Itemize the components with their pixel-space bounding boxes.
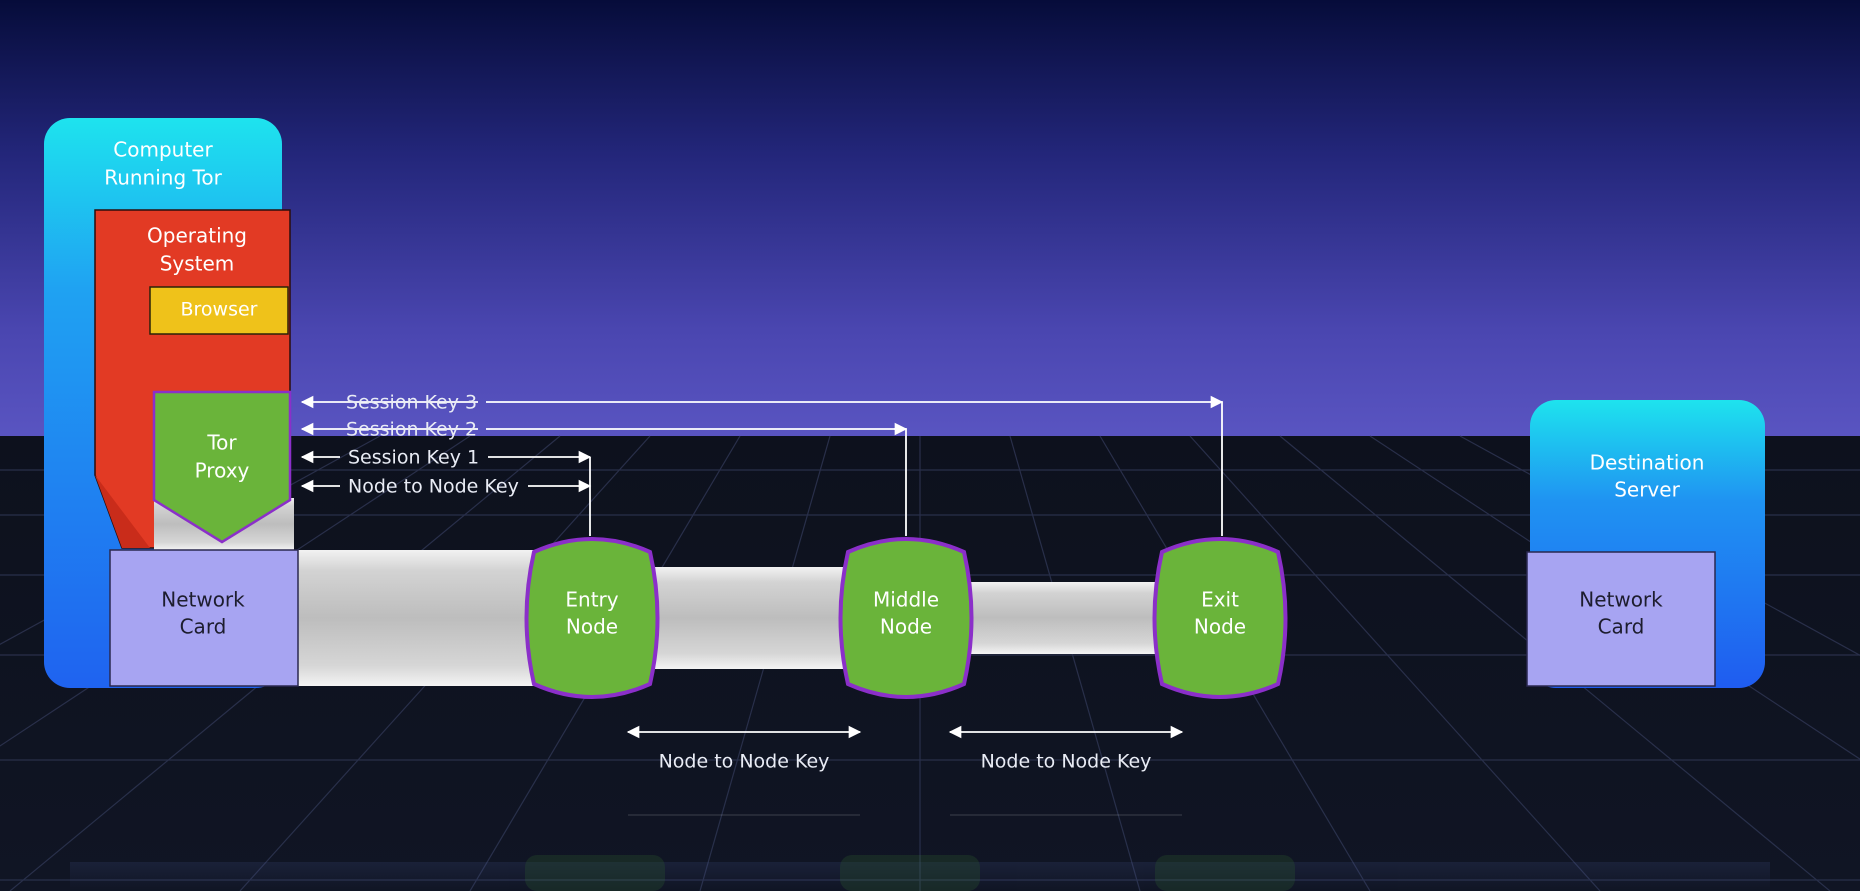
middle-node-label-line2: Node (880, 615, 932, 639)
tor-proxy-block (152, 390, 292, 544)
destination-network-card (1526, 551, 1716, 687)
destination-title-line1: Destination (1590, 451, 1705, 475)
node-key-left-label: Node to Node Key (659, 751, 830, 773)
floor-reflection (70, 855, 1770, 891)
exit-node-label-line1: Exit (1201, 588, 1239, 612)
network-tube-segment-2 (655, 567, 855, 669)
os-left-point (95, 475, 150, 548)
network-tube-segment-1 (298, 550, 534, 686)
computer-network-card (109, 549, 299, 687)
browser-label: Browser (181, 299, 258, 321)
middle-node-label-line1: Middle (873, 588, 939, 612)
computer-running-tor: Computer Running Tor Operating System Br… (44, 118, 299, 688)
session-key-3-label: Session Key 3 (346, 392, 477, 414)
sky-background (0, 0, 1860, 440)
network-tube-segment-3 (970, 582, 1170, 654)
middle-node: Middle Node (838, 537, 974, 699)
os-label-line2: System (160, 252, 235, 276)
os-label-line1: Operating (147, 224, 247, 248)
session-key-1-label: Session Key 1 (348, 447, 479, 469)
destination-nic-label-line2: Card (1598, 615, 1645, 639)
computer-nic-label-line1: Network (161, 588, 245, 612)
tor-proxy-label-line2: Proxy (195, 459, 250, 483)
destination-nic-label-line1: Network (1579, 588, 1663, 612)
entry-node: Entry Node (524, 537, 660, 699)
exit-node-shape (1152, 537, 1288, 699)
tor-proxy-label-line1: Tor (206, 431, 237, 455)
session-key-2-label: Session Key 2 (346, 419, 477, 441)
browser-box (149, 286, 289, 335)
exit-node: Exit Node (1152, 537, 1288, 699)
destination-server: Destination Server Network Card (1526, 400, 1765, 688)
entry-node-label-line2: Node (566, 615, 618, 639)
middle-node-shape (838, 537, 974, 699)
node-key-right-label: Node to Node Key (981, 751, 1152, 773)
computer-title-line2: Running Tor (104, 166, 222, 190)
computer-title-line1: Computer (113, 138, 213, 162)
entry-node-shape (524, 537, 660, 699)
destination-title-line2: Server (1614, 478, 1680, 502)
exit-node-label-line2: Node (1194, 615, 1246, 639)
computer-nic-label-line2: Card (180, 615, 227, 639)
node-key-top-label: Node to Node Key (348, 476, 519, 498)
entry-node-label-line1: Entry (565, 588, 618, 612)
session-key-arrows (300, 395, 1224, 536)
